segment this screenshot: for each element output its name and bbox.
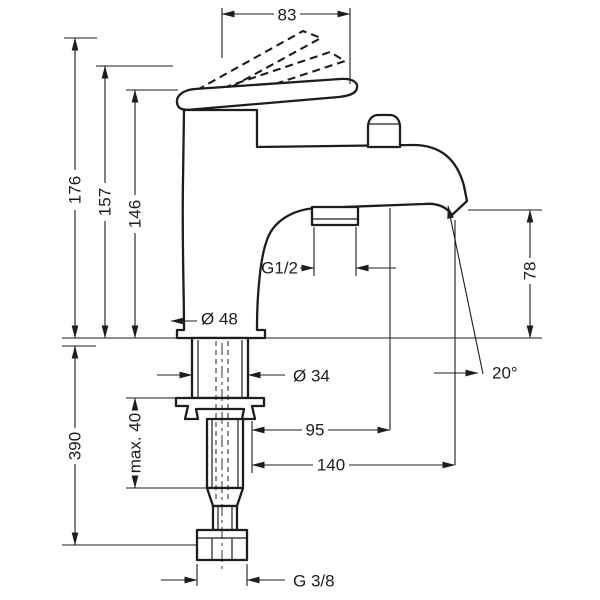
dimension-157: 157 bbox=[96, 65, 173, 339]
dimension-g12: G1/2 bbox=[261, 227, 396, 278]
dim-146-label: 146 bbox=[126, 200, 145, 228]
mounting-bracket bbox=[174, 396, 266, 421]
hose bbox=[211, 504, 239, 532]
faucet-drawing bbox=[174, 29, 469, 573]
dim-dia34-label: Ø 34 bbox=[293, 367, 330, 386]
angle-reference-line bbox=[447, 205, 484, 375]
dimension-146: 146 bbox=[126, 89, 178, 339]
dimension-95: 95 bbox=[251, 208, 391, 473]
dimension-140: 140 bbox=[251, 220, 456, 475]
dimension-dia48: Ø 48 bbox=[170, 310, 238, 329]
dimension-g38: G 3/8 bbox=[161, 564, 335, 591]
dimension-max40: max. 40 bbox=[126, 397, 208, 489]
hose-cone bbox=[205, 486, 245, 508]
diverter-knob bbox=[366, 113, 402, 149]
dim-g12-label: G1/2 bbox=[261, 259, 298, 278]
dimension-176: 176 bbox=[64, 37, 97, 339]
threaded-shaft bbox=[190, 336, 250, 400]
dim-dia48-label: Ø 48 bbox=[201, 310, 238, 329]
dim-g38-label: G 3/8 bbox=[293, 572, 335, 591]
dim-78-label: 78 bbox=[521, 262, 540, 281]
dim-max40-label: max. 40 bbox=[126, 413, 145, 473]
dimension-390: 390 bbox=[62, 345, 196, 546]
aerator-outlet bbox=[310, 205, 360, 227]
dim-95-label: 95 bbox=[306, 421, 325, 440]
dim-176-label: 176 bbox=[66, 176, 85, 204]
dimension-78: 78 bbox=[468, 209, 542, 339]
faucet-body-and-spout bbox=[175, 108, 469, 340]
dim-390-label: 390 bbox=[66, 432, 85, 460]
dim-157-label: 157 bbox=[96, 188, 115, 216]
dimension-angle-20: 20° bbox=[434, 205, 518, 383]
dim-83-label: 83 bbox=[278, 6, 297, 25]
handle-lever bbox=[175, 77, 359, 111]
dim-20deg-label: 20° bbox=[492, 364, 518, 383]
dimension-83: 83 bbox=[221, 6, 351, 84]
dimension-dia34: Ø 34 bbox=[157, 367, 330, 386]
dim-140-label: 140 bbox=[317, 456, 345, 475]
handle-raised-outline-upper bbox=[195, 29, 323, 99]
